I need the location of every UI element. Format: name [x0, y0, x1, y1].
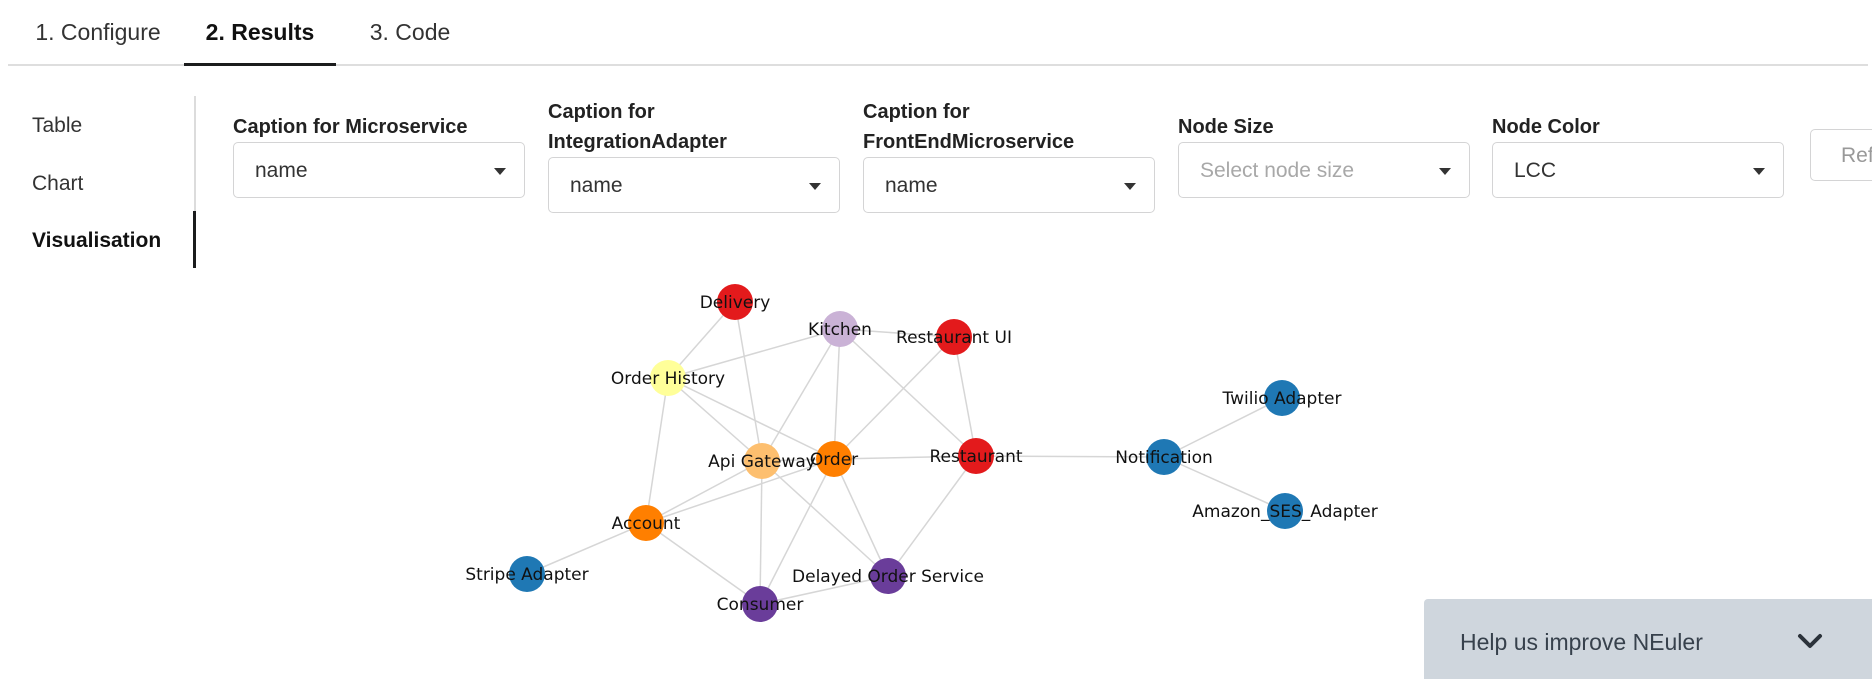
graph-node-label: Twilio Adapter — [1222, 389, 1342, 409]
dropdown-caret-icon — [1439, 168, 1451, 175]
node-size-field: Node Size Select node size — [1178, 112, 1472, 198]
graph-edge-api_gateway-account — [645, 460, 763, 524]
graph-edge-api_gateway-consumer — [759, 460, 763, 605]
graph-node-label: Api Gateway — [708, 452, 816, 472]
graph-node-label: Restaurant UI — [896, 328, 1012, 348]
graph-edge-order-delayed_order — [833, 458, 889, 577]
graph-nodes — [509, 284, 1303, 622]
graph-edge-kitchen-api_gateway — [761, 328, 841, 462]
side-item-active-indicator — [193, 211, 196, 268]
graph-edge-order-account — [645, 458, 835, 524]
chevron-down-icon[interactable] — [1796, 631, 1824, 651]
graph-node-amazon_ses[interactable] — [1267, 493, 1303, 529]
graph-node-label: Stripe Adapter — [465, 565, 588, 585]
caption-frontend-label: Caption for FrontEndMicroservice — [863, 101, 1075, 153]
caption-integration-dropdown[interactable]: name — [548, 157, 840, 213]
graph-edge-order_history-order — [667, 377, 835, 460]
graph-edge-kitchen-restaurant — [839, 328, 977, 457]
graph-node-label: Account — [612, 514, 681, 534]
graph-node-restaurant[interactable] — [958, 438, 994, 474]
refresh-button-label: Ref — [1841, 144, 1872, 167]
graph-node-label: Restaurant — [929, 447, 1022, 467]
node-size-dropdown[interactable]: Select node size — [1178, 142, 1470, 198]
caption-integration-label: Caption for IntegrationAdapter — [548, 101, 727, 153]
side-item-chart[interactable]: Chart — [32, 172, 84, 195]
graph-edge-restaurant_ui-restaurant — [953, 336, 977, 457]
graph-edge-order_history-account — [645, 377, 669, 524]
graph-node-label: Delivery — [700, 293, 771, 313]
node-color-value: LCC — [1514, 159, 1557, 182]
graph-node-label: Delayed Order Service — [792, 567, 984, 587]
refresh-button[interactable]: Ref — [1810, 129, 1872, 181]
graph-edge-delivery-api_gateway — [734, 301, 763, 462]
graph-edge-kitchen-restaurant_ui — [839, 328, 955, 338]
graph-edge-api_gateway-delayed_order — [761, 460, 889, 577]
feedback-panel[interactable]: Help us improve NEuler — [1424, 599, 1872, 679]
node-color-label: Node Color — [1492, 116, 1600, 138]
graph-edge-order-consumer — [759, 458, 835, 605]
node-size-placeholder: Select node size — [1200, 159, 1355, 182]
caption-frontend-dropdown[interactable]: name — [863, 157, 1155, 213]
graph-node-kitchen[interactable] — [822, 311, 858, 347]
graph-edge-kitchen-order — [833, 328, 841, 460]
tab-results[interactable]: 2. Results — [184, 0, 336, 66]
results-tab-bar: 1. Configure 2. Results 3. Code — [8, 0, 1868, 66]
graph-edge-account-stripe — [526, 522, 647, 575]
caption-frontend-value: name — [885, 174, 938, 197]
results-side-menu: Table Chart Visualisation — [0, 96, 196, 268]
graph-edge-notification-amazon_ses — [1163, 456, 1286, 512]
tab-configure[interactable]: 1. Configure — [35, 19, 161, 45]
node-color-field: Node Color LCC — [1492, 112, 1786, 198]
graph-node-account[interactable] — [628, 505, 664, 541]
graph-node-label: Order — [810, 450, 858, 470]
side-item-table[interactable]: Table — [32, 114, 83, 137]
graph-edge-account-consumer — [645, 522, 761, 605]
caption-integration-value: name — [570, 174, 623, 197]
graph-node-label: Order History — [611, 369, 725, 389]
tab-code[interactable]: 3. Code — [369, 19, 451, 45]
graph-node-delayed_order[interactable] — [870, 558, 906, 594]
graph-node-label: Notification — [1115, 448, 1213, 468]
graph-node-label: Kitchen — [808, 320, 872, 340]
caption-microservice-dropdown[interactable]: name — [233, 142, 525, 198]
dropdown-caret-icon — [494, 168, 506, 175]
graph-edges — [526, 301, 1286, 605]
caption-microservice-value: name — [255, 159, 308, 182]
caption-microservice-field: Caption for Microservice name — [233, 112, 527, 198]
graph-node-twilio[interactable] — [1264, 380, 1300, 416]
dropdown-caret-icon — [1753, 168, 1765, 175]
side-item-visualisation[interactable]: Visualisation — [32, 229, 162, 252]
graph-edge-kitchen-order_history — [667, 328, 841, 379]
graph-node-restaurant_ui[interactable] — [936, 319, 972, 355]
side-menu-divider — [194, 96, 196, 268]
graph-edge-notification-twilio — [1163, 397, 1283, 458]
graph-node-order_history[interactable] — [650, 360, 686, 396]
graph-node-delivery[interactable] — [717, 284, 753, 320]
graph-edge-order-restaurant — [833, 455, 977, 460]
graph-node-order[interactable] — [816, 441, 852, 477]
node-color-dropdown[interactable]: LCC — [1492, 142, 1784, 198]
graph-node-consumer[interactable] — [742, 586, 778, 622]
graph-edge-restaurant-delayed_order — [887, 455, 977, 577]
caption-frontend-field: Caption for FrontEndMicroservice name — [863, 97, 1157, 213]
graph-node-label: Consumer — [717, 595, 804, 615]
caption-integration-field: Caption for IntegrationAdapter name — [548, 97, 842, 213]
graph-edge-restaurant_ui-order — [833, 336, 955, 460]
graph-node-label: Amazon_SES_Adapter — [1192, 502, 1377, 522]
node-size-label: Node Size — [1178, 116, 1274, 138]
graph-node-notification[interactable] — [1146, 439, 1182, 475]
caption-microservice-label: Caption for Microservice — [233, 116, 468, 138]
feedback-label: Help us improve NEuler — [1460, 629, 1703, 655]
graph-edge-consumer-delayed_order — [759, 575, 889, 605]
dropdown-caret-icon — [1124, 183, 1136, 190]
graph-node-api_gateway[interactable] — [744, 443, 780, 479]
graph-edge-order_history-api_gateway — [667, 377, 763, 462]
graph-edge-restaurant-notification — [975, 455, 1165, 458]
dropdown-caret-icon — [809, 183, 821, 190]
graph-node-stripe[interactable] — [509, 556, 545, 592]
